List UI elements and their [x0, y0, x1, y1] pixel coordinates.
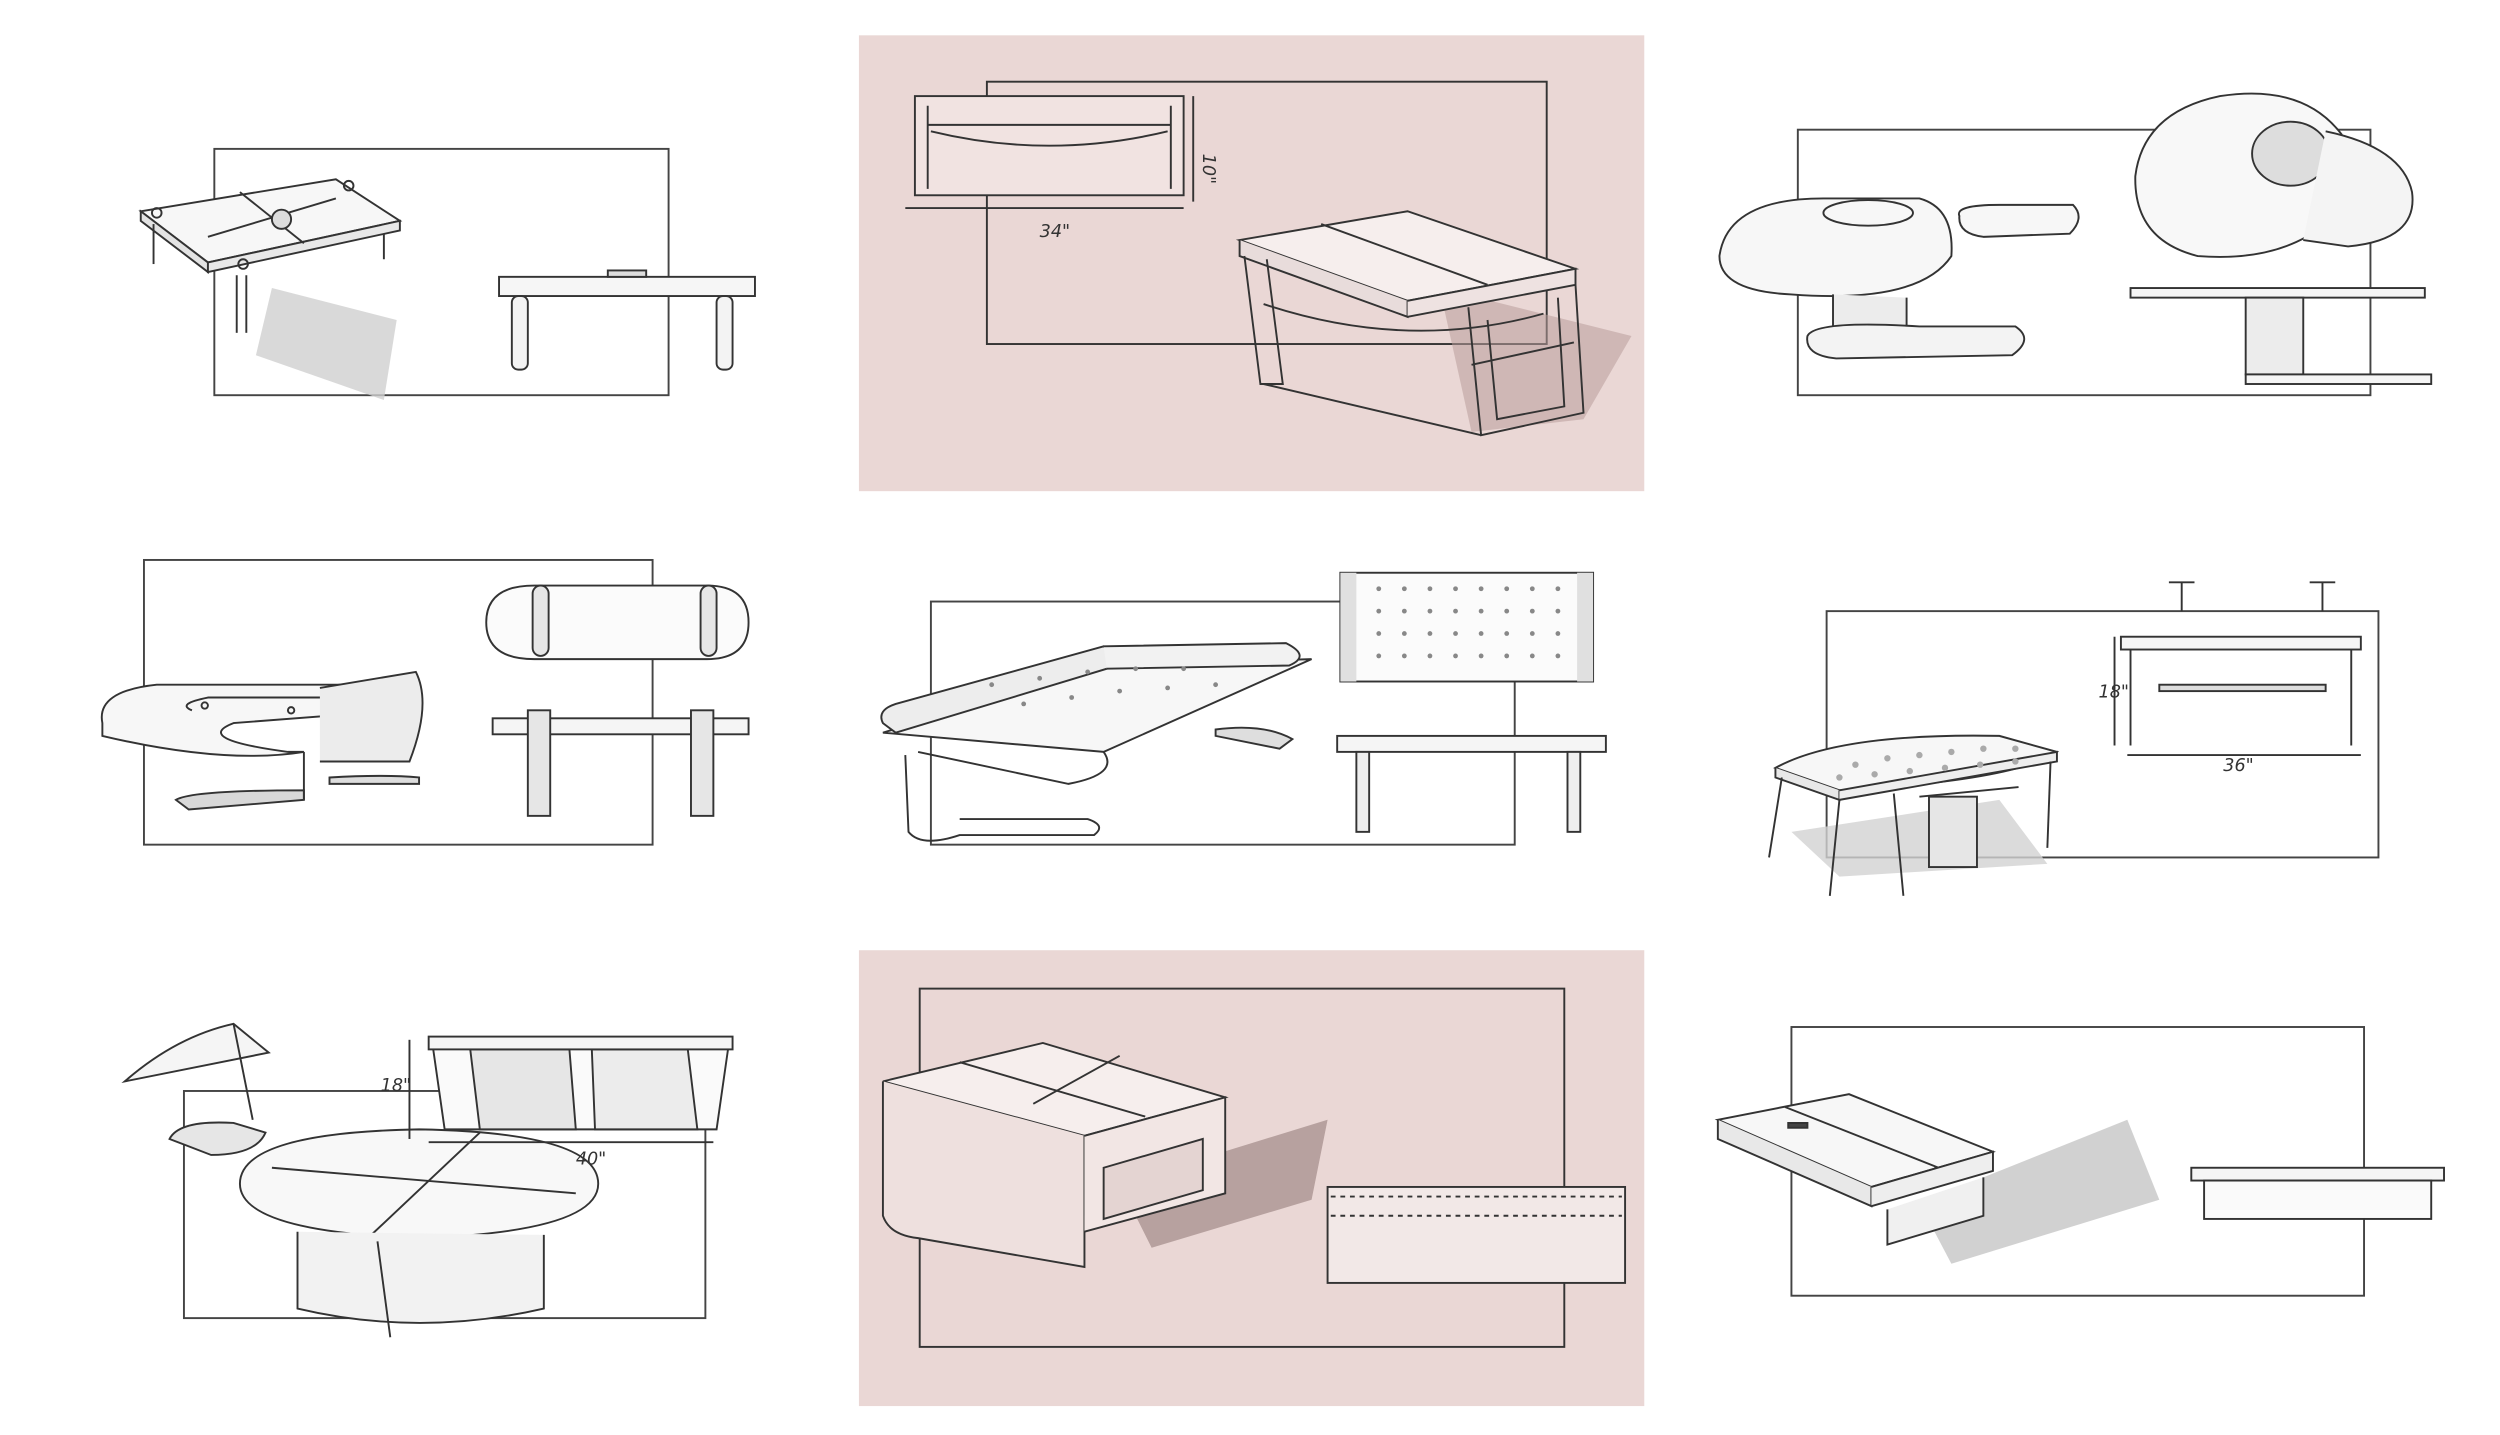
dimension-label-width: 34" [1040, 222, 1070, 242]
dimension-label-height: 10" [1198, 154, 1218, 184]
sketch-pegboard-table [1768, 581, 2380, 896]
peg-holes [1836, 745, 2019, 781]
perforation-pattern [989, 586, 1561, 707]
sketch-oval-pedestal-table [1718, 92, 2433, 397]
sketch-perforated-sled-table [880, 571, 1607, 846]
sketch-low-platform-table [1714, 1026, 2445, 1297]
sketch-quad-top-table [138, 147, 756, 401]
sketch-sled-frame-table: 10" 34" [858, 35, 1645, 492]
dimension-label-height: 18" [381, 1076, 411, 1096]
dimension-label-width: 36" [2223, 756, 2253, 776]
sketch-cantilever-loop-table [100, 558, 750, 846]
dimension-label-height: 18" [2099, 683, 2129, 703]
dimension-label-width: 40" [576, 1150, 606, 1170]
sketch-box-frame-table [858, 950, 1645, 1407]
sketch-round-pedestal-table [121, 1022, 734, 1338]
